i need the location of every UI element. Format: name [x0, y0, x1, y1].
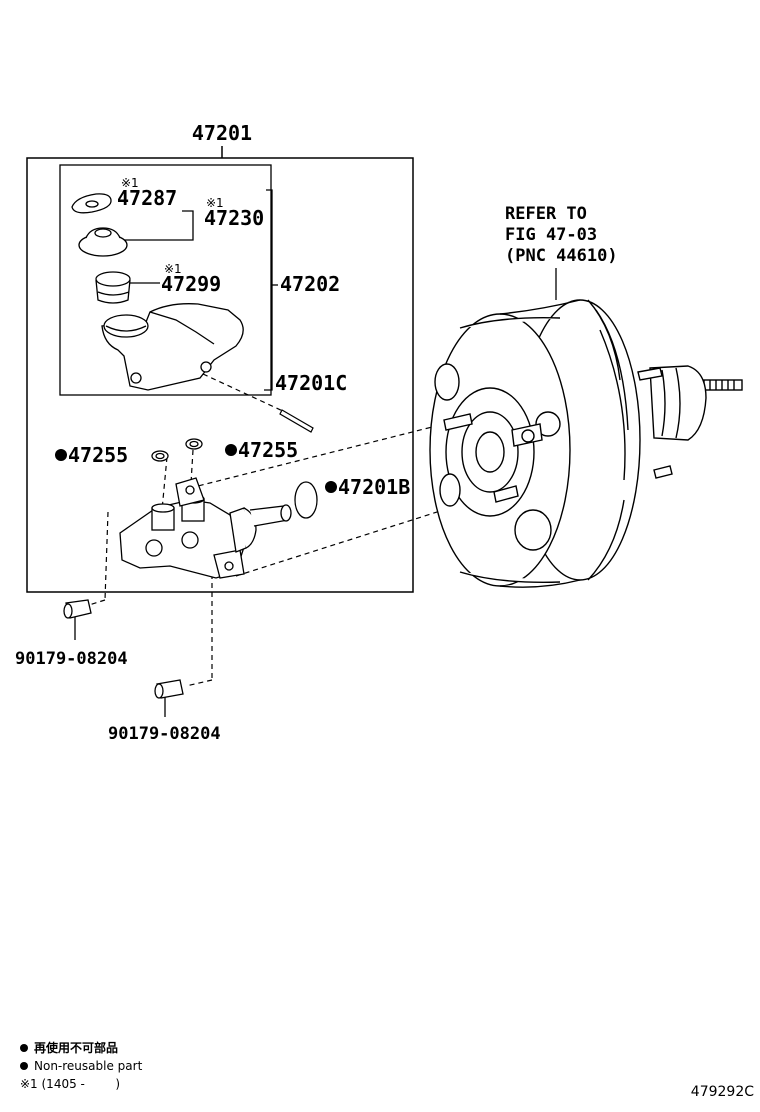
- label-47255-left: 47255: [68, 443, 128, 467]
- mark-note-47230: ※1: [206, 196, 224, 210]
- label-47299: 47299: [161, 272, 221, 296]
- legend-non-reusable-en: Non-reusable part: [20, 1057, 142, 1075]
- mark-note-47287: ※1: [121, 176, 139, 190]
- label-90179-lower: 90179-08204: [108, 724, 221, 744]
- label-47201B: 47201B: [338, 475, 410, 499]
- mark-note-47299: ※1: [164, 262, 182, 276]
- label-47202: 47202: [280, 272, 340, 296]
- non-reusable-dot-icon: [20, 1062, 28, 1070]
- legend-note: ※1 (1405 - ): [20, 1075, 142, 1093]
- label-47255-right: 47255: [238, 438, 298, 462]
- legend-jp-text: 再使用不可部品: [34, 1041, 119, 1055]
- refer-line-3: (PNC 44610): [505, 246, 618, 266]
- label-47201C: 47201C: [275, 371, 347, 395]
- legend-non-reusable-jp: 再使用不可部品: [20, 1039, 142, 1057]
- legend-en-text: Non-reusable part: [34, 1059, 143, 1073]
- legend: 再使用不可部品 Non-reusable part ※1 (1405 - ): [20, 1039, 142, 1093]
- reservoir-kit-frame: [59, 164, 272, 396]
- figure-code: 479292C: [690, 1084, 754, 1100]
- refer-line-2: FIG 47-03: [505, 225, 597, 245]
- label-47230: 47230: [204, 206, 264, 230]
- non-reusable-dot-icon: [20, 1044, 28, 1052]
- legend-note-text: ※1 (1405 - ): [20, 1077, 121, 1091]
- label-90179-upper: 90179-08204: [15, 649, 128, 669]
- label-47287: 47287: [117, 186, 177, 210]
- refer-line-1: REFER TO: [505, 204, 587, 224]
- assembly-frame: [26, 157, 414, 593]
- label-47201: 47201: [192, 121, 252, 145]
